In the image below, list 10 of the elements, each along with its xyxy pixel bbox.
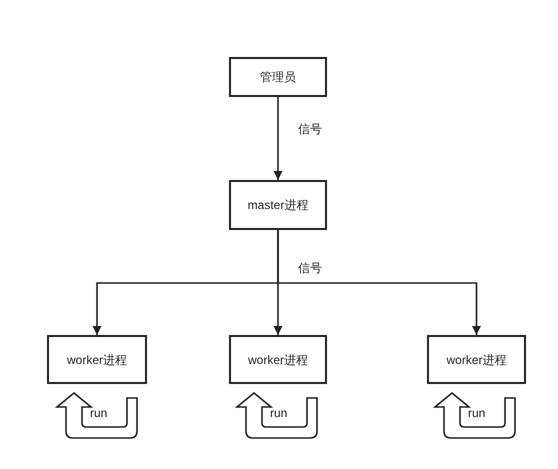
process-box: worker进程 bbox=[47, 335, 147, 384]
process-box: 管理员 bbox=[229, 57, 327, 97]
arrow bbox=[277, 230, 481, 335]
loop-label: run bbox=[90, 405, 108, 422]
loop-label: run bbox=[270, 405, 288, 422]
process-box: master进程 bbox=[229, 180, 327, 230]
process-box: worker进程 bbox=[229, 335, 327, 384]
loop-label: run bbox=[468, 405, 486, 422]
process-box: worker进程 bbox=[427, 335, 526, 384]
arrow bbox=[274, 97, 282, 180]
